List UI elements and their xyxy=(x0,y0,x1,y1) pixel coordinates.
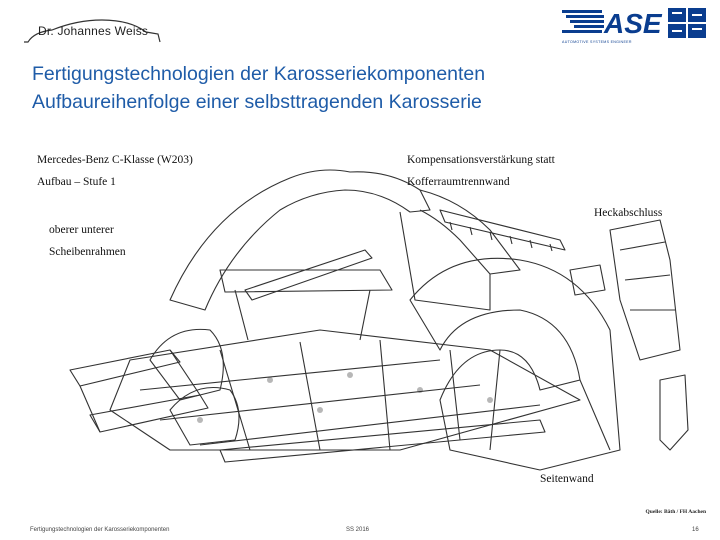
johannes-weiss-logo: Dr. Johannes Weiss xyxy=(22,16,162,46)
windscreen-label-line-2: Scheibenrahmen xyxy=(49,246,126,258)
side-wall-label: Seitenwand xyxy=(540,473,594,485)
footer-center: SS 2016 xyxy=(346,527,370,533)
car-outline-icon xyxy=(24,19,161,43)
footer-page-number: 16 xyxy=(692,527,699,533)
front-rail-right xyxy=(89,394,209,433)
ase-logo-mark: ASE xyxy=(562,8,706,39)
rear-closure-label: Heckabschluss xyxy=(594,207,663,219)
floor-pan xyxy=(109,329,581,451)
model-label-line-2: Aufbau – Stufe 1 xyxy=(37,176,116,188)
right-logo-tagline: AUTOMOTIVE SYSTEMS ENGINEER xyxy=(562,40,632,44)
sill-rail xyxy=(219,419,546,463)
windscreen-frame-part xyxy=(169,169,431,311)
car-body-exploded-diagram xyxy=(69,169,689,471)
windscreen-crossbar xyxy=(244,249,373,301)
reinforcement-part xyxy=(439,209,566,251)
side-wall-part xyxy=(409,257,621,471)
source-credit: Quelle: Bäth / FH Aachen xyxy=(645,509,707,515)
reinforcement-label-line-1: Kompensationsverstärkung statt xyxy=(407,154,555,166)
rear-roof-frame xyxy=(419,189,521,275)
right-logo-text: ASE xyxy=(603,8,663,39)
footer-left: Fertigungstechnologien der Karosseriekom… xyxy=(30,527,170,533)
ase-logo: ASE AUTOMOTIVE SYSTEMS ENGINEER xyxy=(562,6,710,46)
left-logo-text: Dr. Johannes Weiss xyxy=(38,24,149,38)
reinforcement-label-line-2: Kofferraumtrennwand xyxy=(407,176,510,188)
rear-closure-part xyxy=(609,219,681,361)
model-label-line-1: Mercedes-Benz C-Klasse (W203) xyxy=(37,154,193,166)
title-line-2: Aufbaureihenfolge einer selbsttragenden … xyxy=(32,91,482,113)
title-line-1: Fertigungstechnologien der Karosseriekom… xyxy=(32,63,486,85)
windscreen-label-line-1: oberer unterer xyxy=(49,224,114,236)
front-rail-left xyxy=(69,349,181,387)
